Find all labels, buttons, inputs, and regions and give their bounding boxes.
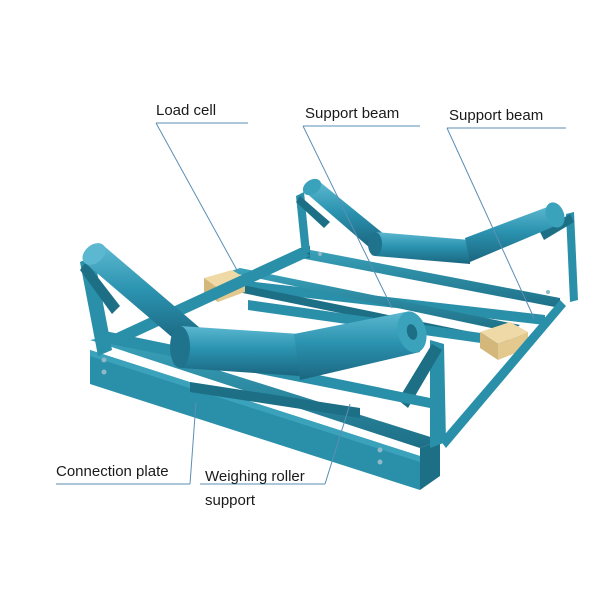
label-support-beam-left: Support beam bbox=[305, 105, 400, 122]
front-center-roller bbox=[170, 326, 300, 376]
rear-right-roller bbox=[465, 202, 565, 262]
label-weighing-roller-line1: Weighing roller bbox=[205, 468, 305, 485]
rear-center-roller bbox=[368, 232, 470, 264]
rear-roller-set bbox=[302, 178, 565, 264]
leader-weighing-roller-pointer bbox=[324, 403, 351, 485]
label-connection-plate: Connection plate bbox=[56, 463, 169, 480]
leader-load-cell-pointer bbox=[155, 122, 239, 273]
leader-lines bbox=[56, 122, 566, 485]
front-roller-set bbox=[82, 243, 427, 380]
leader-support-beam-1-pointer bbox=[302, 125, 393, 309]
label-support-beam-right: Support beam bbox=[449, 107, 544, 124]
label-load-cell: Load cell bbox=[156, 102, 217, 119]
bolts bbox=[101, 252, 550, 465]
front-right-roller bbox=[294, 311, 427, 380]
rear-idler-stand bbox=[296, 192, 578, 302]
front-left-roller bbox=[82, 243, 200, 344]
rear-left-roller bbox=[302, 178, 385, 248]
leader-connection-plate-pointer bbox=[189, 401, 197, 485]
load-cell-right bbox=[480, 322, 528, 360]
label-weighing-roller-support: Weighing roller support bbox=[205, 465, 305, 513]
leader-support-beam-2-pointer bbox=[446, 127, 535, 319]
label-weighing-roller-line2: support bbox=[205, 492, 256, 509]
